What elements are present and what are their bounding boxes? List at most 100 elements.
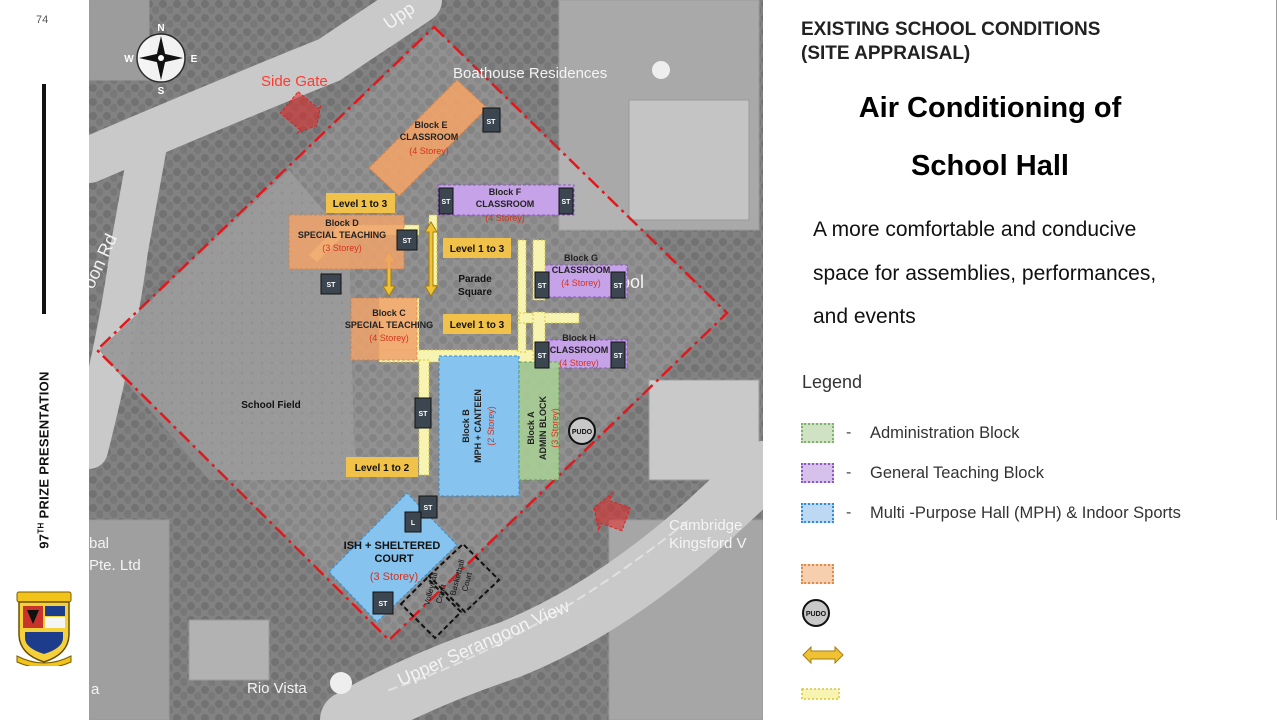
school-field-label: School Field	[241, 400, 300, 411]
pudo-icon: PUDO	[568, 417, 596, 445]
parade-square-2: Square	[458, 287, 492, 298]
place-label-cambridge-2: Kingsford V	[669, 535, 747, 552]
block-h-type: CLASSROOM	[550, 345, 609, 355]
block-d-storey: (3 Storey)	[322, 243, 362, 253]
gate-arrow-icon	[593, 491, 631, 533]
surrounding-buildings	[89, 0, 763, 720]
level-label-3: Level 1 to 3	[450, 320, 505, 331]
side-label: 97TH PRIZE PRESENTATION	[36, 371, 51, 548]
block-e-type: CLASSROOM	[400, 132, 459, 142]
stair-label: ST	[419, 411, 429, 418]
location-pin-icon	[652, 61, 670, 79]
sport-courts	[399, 542, 501, 640]
panel-border	[1276, 0, 1277, 520]
block-h-name: Block H	[562, 333, 596, 343]
block-g-type: CLASSROOM	[552, 265, 611, 275]
block-e-name: Block E	[414, 120, 447, 130]
section-heading-line-1: EXISTING SCHOOL CONDITIONS	[801, 19, 1101, 40]
place-label-pte-1: bal	[89, 535, 109, 552]
block-g-storey: (4 Storey)	[561, 278, 601, 288]
compass-e: E	[191, 54, 198, 65]
legend-title: Legend	[802, 372, 863, 392]
stair-label: ST	[442, 199, 452, 206]
pudo-icon: PUDO	[802, 599, 830, 627]
section-heading-line-2: (SITE APPRAISAL)	[801, 43, 971, 64]
stair-label: ST	[614, 353, 624, 360]
legend-label: Administration Block	[870, 423, 1020, 442]
parade-square-1: Parade	[458, 274, 492, 285]
page-number: 74	[36, 14, 49, 26]
block-c-type: SPECIAL TEACHING	[345, 320, 433, 330]
block-d: Block D SPECIAL TEACHING (3 Storey)	[288, 214, 405, 270]
block-e-storey: (4 Storey)	[409, 146, 449, 156]
block-c: Block C SPECIAL TEACHING (4 Storey)	[345, 297, 433, 361]
legend-item-special	[801, 563, 834, 585]
place-label-boathouse: Boathouse Residences	[453, 65, 607, 82]
description-line-2: space for assemblies, performances,	[813, 262, 1157, 285]
compass-w: W	[124, 54, 134, 65]
compass-n: N	[157, 23, 164, 34]
stair-icons: ST ST ST ST ST ST ST ST ST ST ST L ST	[320, 107, 626, 615]
legend-label: Multi -Purpose Hall (MPH) & Indoor Sport…	[870, 503, 1181, 522]
level-labels: Level 1 to 3 Level 1 to 3 Level 1 to 3 L…	[326, 193, 511, 477]
legend-item-admin: - Administration Block	[801, 422, 1019, 444]
place-label-cambridge-1: Cambridge	[669, 517, 742, 534]
stair-label: ST	[614, 283, 624, 290]
location-pin-icon	[330, 672, 352, 694]
gate-arrow-icon	[279, 91, 322, 135]
legend-swatch-blue	[801, 503, 834, 523]
site-map: N S E W Boathouse Residences School Camb…	[89, 0, 763, 720]
block-ish-sheltered-court: ISH + SHELTERED COURT (3 Storey)	[328, 492, 458, 623]
block-f-type: CLASSROOM	[476, 199, 535, 209]
description-line-3: and events	[813, 305, 916, 328]
legend-item-mph: - Multi -Purpose Hall (MPH) & Indoor Spo…	[801, 502, 1181, 524]
section-heading: EXISTING SCHOOL CONDITIONS (SITE APPRAIS…	[801, 18, 1100, 66]
legend-label: General Teaching Block	[870, 463, 1044, 482]
place-label-a: a	[91, 681, 100, 698]
school-crest-logo	[16, 591, 72, 666]
ish-type: COURT	[374, 553, 413, 565]
stair-label: ST	[487, 119, 497, 126]
slide-title-line-2: School Hall	[911, 150, 1069, 182]
block-b: Block B MPH + CANTEEN (2 Storey)	[438, 355, 520, 497]
slide-title-line-1: Air Conditioning of	[858, 92, 1122, 124]
double-arrow-icon	[802, 645, 844, 665]
level-label-2: Level 1 to 3	[450, 244, 505, 255]
block-a: Block A ADMIN BLOCK (3 Storey)	[518, 361, 560, 481]
rail-divider	[42, 84, 46, 314]
block-d-name: Block D	[325, 218, 359, 228]
side-label-prefix: 97	[36, 533, 52, 549]
block-d-type: SPECIAL TEACHING	[298, 230, 386, 240]
ish-storey: (3 Storey)	[370, 571, 418, 583]
covered-walkway-icon	[801, 688, 840, 700]
legend-dash: -	[846, 504, 852, 521]
stair-label: ST	[327, 282, 337, 289]
block-b-storey: (2 Storey)	[486, 406, 496, 446]
stair-label: ST	[424, 505, 434, 512]
legend-pudo-label: PUDO	[806, 611, 827, 618]
block-b-type: MPH + CANTEEN	[473, 389, 483, 463]
side-label-text: PRIZE PRESENTATION	[36, 371, 52, 519]
legend-dash: -	[846, 464, 852, 481]
stair-label: ST	[538, 353, 548, 360]
compass-rose-icon: N S E W	[124, 23, 197, 97]
legend-item-teaching: - General Teaching Block	[801, 462, 1044, 484]
side-label-suffix: TH	[36, 522, 46, 534]
block-a-type: ADMIN BLOCK	[538, 396, 548, 460]
legend-swatch-orange	[801, 564, 834, 584]
stair-label: ST	[403, 238, 413, 245]
lift-label: L	[411, 520, 416, 527]
legend-dash: -	[846, 424, 852, 441]
block-h-storey: (4 Storey)	[559, 358, 599, 368]
legend-swatch-purple	[801, 463, 834, 483]
compass-s: S	[158, 86, 165, 97]
level-label-4: Level 1 to 2	[355, 463, 410, 474]
level-label-1: Level 1 to 3	[333, 199, 388, 210]
stair-label: ST	[562, 199, 572, 206]
block-a-storey: (3 Storey)	[550, 408, 560, 448]
block-c-storey: (4 Storey)	[369, 333, 409, 343]
block-f: Block F CLASSROOM (4 Storey)	[437, 184, 575, 223]
pudo-label: PUDO	[572, 429, 593, 436]
legend-swatch-green	[801, 423, 834, 443]
block-b-name: Block B	[461, 409, 471, 443]
